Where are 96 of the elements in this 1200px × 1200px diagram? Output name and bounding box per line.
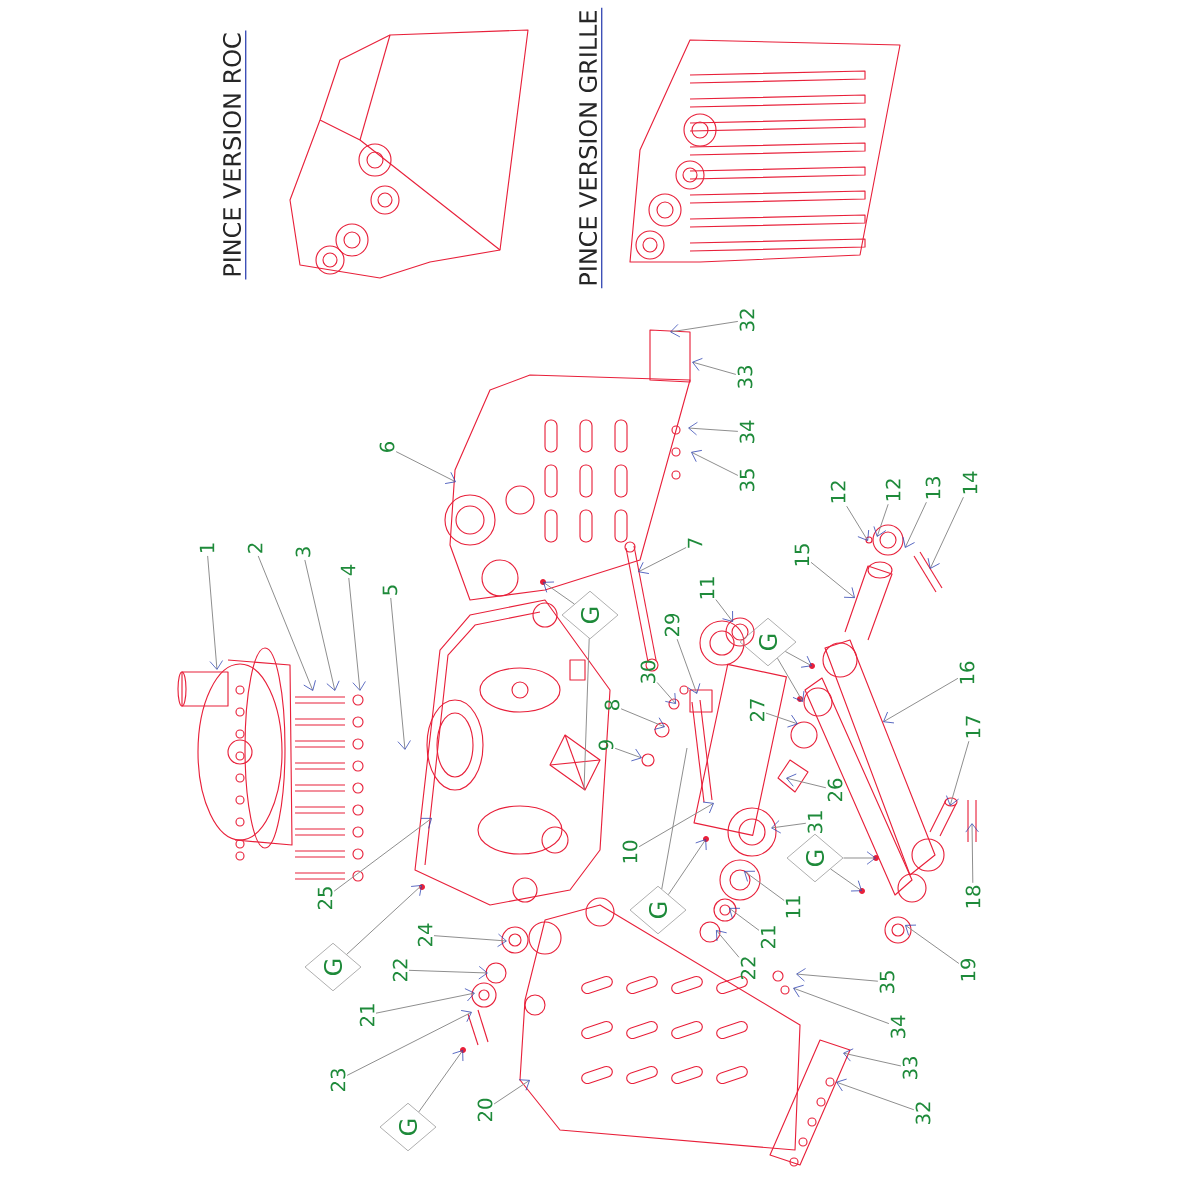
- leader-line: [346, 885, 422, 955]
- callout-number: 35: [879, 971, 895, 994]
- callout-number: 33: [737, 366, 753, 389]
- callout-number: 3: [295, 547, 311, 557]
- callout-number: 21: [359, 1004, 375, 1027]
- callout-number: 1: [199, 543, 215, 553]
- leader-line: [207, 555, 223, 670]
- callout-number: 5: [382, 585, 398, 595]
- leader-line: [715, 599, 733, 622]
- leader-line: [676, 638, 701, 694]
- leader-line: [346, 1010, 472, 1076]
- callout-number: 34: [739, 420, 755, 444]
- callout-number: 12: [885, 479, 901, 501]
- leader-line: [418, 1050, 464, 1113]
- leader-line: [765, 712, 798, 728]
- callout-number: 24: [417, 923, 433, 947]
- leader-line: [348, 577, 366, 691]
- leader-line: [333, 818, 432, 892]
- leader-line: [843, 1048, 902, 1067]
- leader-line: [257, 555, 316, 691]
- callout-number: 18: [965, 885, 981, 908]
- leader-line: [830, 868, 862, 892]
- callout-number: 34: [890, 1015, 906, 1039]
- callout-number: 21: [760, 926, 776, 949]
- callout-number: 11: [785, 896, 801, 918]
- callout-number: 9: [598, 740, 614, 751]
- callout-number: 2: [247, 543, 263, 553]
- leader-line: [776, 657, 805, 702]
- callout-number: 19: [960, 958, 976, 981]
- leader-line: [638, 801, 714, 848]
- callout-number: 33: [902, 1057, 918, 1080]
- leader-line: [543, 581, 575, 605]
- leader-line: [390, 597, 411, 750]
- leader-line: [905, 924, 960, 964]
- callout-number: 23: [330, 1069, 346, 1092]
- callout-number: 7: [687, 538, 703, 548]
- leader-line: [796, 968, 879, 982]
- callout-number: 4: [340, 564, 356, 576]
- leader-line: [656, 681, 676, 704]
- leader-line: [688, 421, 739, 436]
- callout-number: 11: [699, 577, 715, 599]
- leader-line: [784, 651, 812, 668]
- callout-number: 10: [622, 840, 638, 863]
- leader-line: [883, 677, 959, 724]
- leader-line: [614, 747, 642, 762]
- leader-line: [661, 747, 688, 890]
- leader-line: [692, 358, 737, 375]
- callout-number: 20: [477, 1098, 493, 1122]
- leader-line: [873, 503, 889, 537]
- leader-line: [965, 823, 979, 884]
- leader-line: [843, 851, 876, 865]
- callout-number: 30: [640, 660, 656, 684]
- leader-line: [729, 907, 760, 931]
- leader-line: [902, 501, 927, 548]
- callout-number: 8: [604, 700, 620, 710]
- leader-line: [810, 561, 855, 598]
- leader-line: [620, 708, 665, 730]
- leader-line: [493, 1079, 530, 1105]
- leader-line: [836, 1078, 915, 1111]
- callout-number: 35: [739, 469, 755, 492]
- leader-line: [771, 820, 807, 834]
- leader-line: [667, 839, 707, 896]
- callout-number: 17: [965, 716, 981, 738]
- leader-line: [375, 988, 475, 1014]
- callout-number: 31: [807, 811, 823, 834]
- callout-number: 26: [827, 778, 843, 802]
- callout-number: 12: [830, 481, 846, 503]
- callout-number: 32: [915, 1102, 931, 1125]
- leader-line: [946, 740, 970, 806]
- callout-number: 6: [379, 442, 395, 452]
- callout-number: 32: [739, 309, 755, 332]
- callout-number: 15: [794, 544, 810, 566]
- leader-line: [433, 933, 507, 947]
- callout-number: 14: [962, 471, 978, 494]
- heading: PINCE VERSION ROC: [222, 30, 247, 281]
- callout-number: 13: [925, 477, 941, 499]
- leader-line: [786, 773, 827, 789]
- leader-line: [793, 984, 890, 1025]
- leader-line: [583, 638, 590, 791]
- leader-line: [716, 930, 740, 958]
- leader-line: [638, 547, 687, 574]
- leader-line: [846, 505, 870, 541]
- callout-number: 29: [664, 613, 680, 637]
- leader-line: [691, 450, 739, 476]
- callout-number: 25: [317, 887, 333, 910]
- leader-line: [304, 559, 340, 691]
- heading: PINCE VERSION GRILLE: [578, 7, 603, 289]
- leader-line: [927, 496, 964, 569]
- leader-line: [395, 451, 456, 484]
- callout-number: 22: [392, 959, 408, 982]
- callout-number: 27: [749, 699, 765, 722]
- leader-line: [670, 320, 739, 338]
- leader-line: [744, 870, 785, 901]
- callout-number: 16: [959, 661, 975, 684]
- callout-number: 22: [740, 957, 756, 980]
- leader-line: [408, 966, 488, 980]
